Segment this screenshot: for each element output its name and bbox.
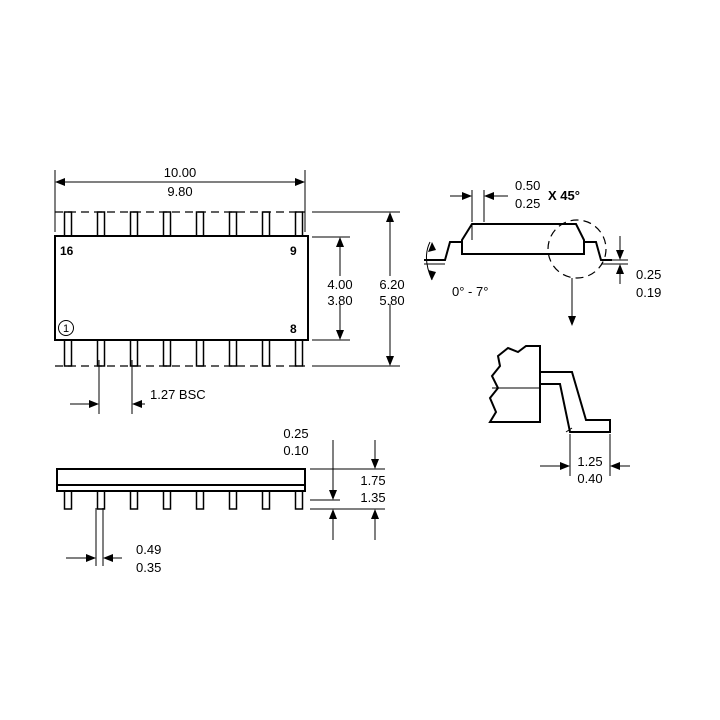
width-max-text: 4.00 xyxy=(327,277,352,292)
detail-view: 1.25 0.40 xyxy=(488,345,630,486)
overall-min-text: 5.80 xyxy=(379,293,404,308)
lead-right-profile xyxy=(584,241,612,261)
side-lead xyxy=(195,489,205,510)
height-max-text: 1.75 xyxy=(360,473,385,488)
foot-max-text: 1.25 xyxy=(577,454,602,469)
lead-width-arrow-right xyxy=(103,554,113,562)
top-lead-lower xyxy=(294,339,304,367)
height-arrow-bottom xyxy=(371,509,379,519)
pitch-text: 1.27 BSC xyxy=(150,387,206,402)
top-lead-upper xyxy=(129,211,139,237)
standoff-arrow-bottom xyxy=(329,509,337,519)
top-lead-upper xyxy=(195,211,205,237)
height-min-text: 1.35 xyxy=(360,490,385,505)
lead-width-max-text: 0.49 xyxy=(136,542,161,557)
chamfer-min-text: 0.25 xyxy=(515,196,540,211)
detail-lead-heel xyxy=(565,427,573,433)
top-lead-lower xyxy=(195,339,205,367)
top-lead-lower xyxy=(261,339,271,367)
package-body-side-upper xyxy=(56,468,306,486)
top-lead-upper xyxy=(228,211,238,237)
thickness-min-text: 0.19 xyxy=(636,285,661,300)
detail-circle xyxy=(547,219,607,279)
standoff-min-text: 0.10 xyxy=(283,443,308,458)
length-max-text: 10.00 xyxy=(164,165,197,180)
top-pins-lower xyxy=(63,339,304,367)
thickness-arrow-top xyxy=(616,250,624,260)
pin-1-label: 1 xyxy=(63,323,69,335)
height-arrow-top xyxy=(371,459,379,469)
top-view: 16 9 8 1 10.00 9.80 4.00 3.80 6.20 5.80 xyxy=(54,165,405,414)
thickness-max-text: 0.25 xyxy=(636,267,661,282)
width-arrow-top xyxy=(336,237,344,247)
detail-lead xyxy=(540,371,611,433)
top-lead-lower xyxy=(162,339,172,367)
package-body-top xyxy=(54,235,309,341)
top-lead-upper xyxy=(96,211,106,237)
foot-arrow-right xyxy=(610,462,620,470)
angle-arc xyxy=(426,241,433,281)
pitch-arrow-right xyxy=(132,400,142,408)
detail-body-break xyxy=(488,345,541,423)
standoff-max-text: 0.25 xyxy=(283,426,308,441)
chamfer-max-text: 0.50 xyxy=(515,178,540,193)
width-arrow-bottom xyxy=(336,330,344,340)
pin-16-label: 16 xyxy=(60,244,74,258)
side-lead xyxy=(294,489,304,510)
length-arrow-left xyxy=(55,178,65,186)
width-min-text: 3.80 xyxy=(327,293,352,308)
angle-arrow-bottom xyxy=(428,270,436,280)
top-lead-lower xyxy=(63,339,73,367)
lead-width-arrow-left xyxy=(86,554,96,562)
lead-width-min-text: 0.35 xyxy=(136,560,161,575)
standoff-arrow-top xyxy=(329,490,337,500)
side-lead xyxy=(228,489,238,510)
pin-1-marker-circle xyxy=(58,320,74,336)
side-lead xyxy=(63,489,73,510)
overall-arrow-top xyxy=(386,212,394,222)
foot-min-text: 0.40 xyxy=(577,471,602,486)
detail-leader-arrow xyxy=(568,316,576,326)
side-lead xyxy=(96,489,106,510)
pitch-arrow-left xyxy=(89,400,99,408)
chamfer-arrow-right xyxy=(484,192,494,200)
overall-max-text: 6.20 xyxy=(379,277,404,292)
side-lead xyxy=(261,489,271,510)
chamfer-suffix-text: X 45° xyxy=(548,188,580,203)
foot-arrow-left xyxy=(560,462,570,470)
length-min-text: 9.80 xyxy=(167,184,192,199)
top-lead-lower xyxy=(228,339,238,367)
top-lead-upper xyxy=(261,211,271,237)
overall-arrow-bottom xyxy=(386,356,394,366)
side-pins xyxy=(63,489,304,510)
top-lead-upper xyxy=(294,211,304,237)
side-view: 0.25 0.10 1.75 1.35 0.49 0.35 xyxy=(56,426,386,575)
side-lead xyxy=(129,489,139,510)
top-pins-upper xyxy=(63,211,304,237)
top-lead-upper xyxy=(162,211,172,237)
thickness-arrow-bottom xyxy=(616,264,624,274)
end-view: 0.50 0.25 X 45° 0° - 7° 0.25 0.19 xyxy=(424,178,661,326)
side-lead xyxy=(162,489,172,510)
lead-left-profile xyxy=(424,241,462,261)
pin-8-label: 8 xyxy=(290,322,297,336)
package-body-side-lower xyxy=(56,484,306,492)
length-arrow-right xyxy=(295,178,305,186)
pin-9-label: 9 xyxy=(290,244,297,258)
angle-text: 0° - 7° xyxy=(452,284,488,299)
top-lead-upper xyxy=(63,211,73,237)
angle-arrow-top xyxy=(428,242,436,252)
chamfer-arrow-left xyxy=(462,192,472,200)
package-body-end xyxy=(461,223,585,255)
